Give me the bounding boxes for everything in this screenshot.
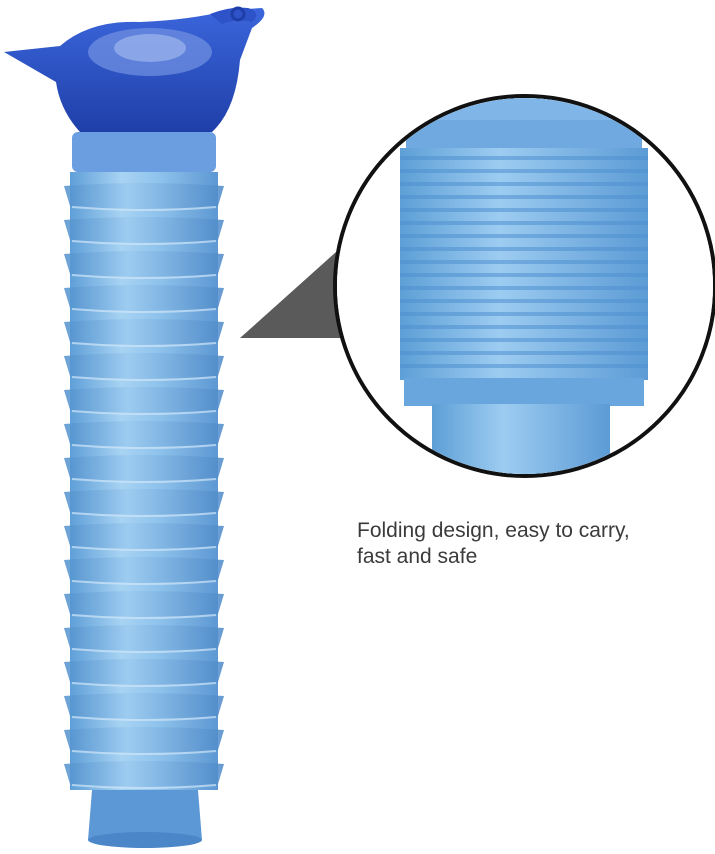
zoom-rib (400, 260, 648, 264)
bottle-rib (64, 489, 224, 515)
bottle-rib (64, 727, 224, 753)
bottle-rib-highlight (71, 376, 217, 381)
folding-bottle (64, 132, 224, 848)
zoom-rib (400, 234, 648, 238)
zoom-rib (400, 247, 648, 251)
bottle-rib-highlight (71, 784, 217, 789)
caption-line-2: fast and safe (357, 545, 478, 568)
bottle-rib (64, 217, 224, 243)
bottle-rib-highlight (71, 410, 217, 415)
funnel-cap (4, 6, 265, 132)
bottle-rib-highlight (71, 206, 217, 211)
bottle-rib (64, 523, 224, 549)
bottle-rib (64, 761, 224, 787)
bottle-rib (64, 319, 224, 345)
bottle-rib-highlight (71, 716, 217, 721)
bottle-rib (64, 557, 224, 583)
bottle-ribs (64, 183, 224, 789)
bottle-rib (64, 455, 224, 481)
bottle-rib-highlight (71, 274, 217, 279)
zoom-rib (400, 364, 648, 368)
bottle-rib (64, 353, 224, 379)
bottle-rib (64, 251, 224, 277)
zoom-rib (400, 312, 648, 316)
bottle-base (88, 790, 202, 845)
bottle-rib-highlight (71, 240, 217, 245)
bottle-rib-highlight (71, 308, 217, 313)
bottle-rib-highlight (71, 614, 217, 619)
bottle-rib (64, 285, 224, 311)
zoom-detail-circle (333, 94, 715, 478)
bottle-rib-highlight (71, 444, 217, 449)
zoom-rib (400, 182, 648, 186)
zoom-rib (400, 325, 648, 329)
zoom-rib (400, 273, 648, 277)
bottle-rib-highlight (71, 648, 217, 653)
zoom-rib (400, 299, 648, 303)
zoom-rib (400, 208, 648, 212)
zoom-rib (400, 338, 648, 342)
bottle-rib-highlight (71, 682, 217, 687)
zoom-rib (400, 195, 648, 199)
bottle-neck (72, 132, 216, 172)
bottle-rib (64, 693, 224, 719)
zoom-pointer-triangle (240, 252, 358, 338)
zoom-rib (400, 169, 648, 173)
zoom-rib (400, 351, 648, 355)
bottle-rib-highlight (71, 750, 217, 755)
zoom-rib (400, 221, 648, 225)
zoom-rib (400, 156, 648, 160)
bottle-rib-highlight (71, 546, 217, 551)
bottle-rib-highlight (71, 478, 217, 483)
zoom-rib (400, 286, 648, 290)
bottle-rib (64, 625, 224, 651)
bottle-rib (64, 387, 224, 413)
bottle-rib-highlight (71, 580, 217, 585)
feature-caption: Folding design, easy to carry, fast and … (357, 518, 697, 570)
bottle-rib (64, 421, 224, 447)
bottle-rib-highlight (71, 342, 217, 347)
bottle-rib (64, 183, 224, 209)
bottle-rib (64, 591, 224, 617)
bottle-rib-highlight (71, 512, 217, 517)
caption-line-1: Folding design, easy to carry, (357, 519, 630, 542)
bottle-rib (64, 659, 224, 685)
